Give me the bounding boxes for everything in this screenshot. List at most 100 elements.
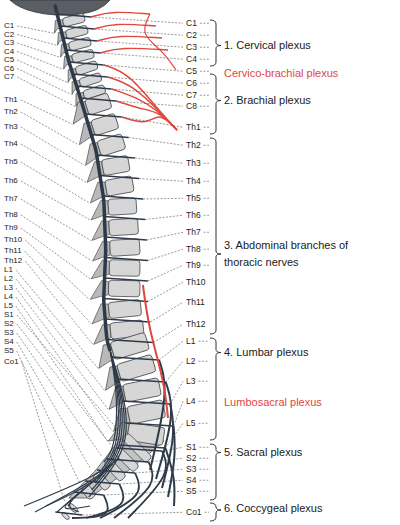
vertebra-label: S3 [4,329,14,337]
leader-line [159,341,183,360]
vertebra-label: S1 [4,311,14,319]
nerve-root-label: Th2 [186,141,201,150]
nerve-root-label: Th11 [186,298,205,307]
spinal-nerve [97,155,135,158]
nerve-root-label: L4 [186,397,195,406]
vertebra-label: L2 [4,275,13,283]
nerve-root-label: Th9 [186,261,201,270]
leader-line [200,47,209,48]
vertebra-label: C1 [4,22,14,30]
leader-line [16,306,108,441]
vertebra-label: S5 [4,347,14,355]
nerve-root-label: Th6 [186,211,201,220]
vertebra-label: Th11 [4,247,22,255]
leader-line [21,181,90,220]
nerve-root-label: C7 [186,91,197,100]
plexus-name: 6. Coccygeal plexus [224,503,322,514]
nerve-root-label: C2 [186,31,197,40]
leader-line [199,447,209,448]
spinal-nerve [66,50,101,53]
spinal-nerve [107,340,153,343]
bracket [210,138,221,334]
vertebral-body [110,239,141,257]
vertebral-body [109,260,140,277]
leader-line [198,401,209,402]
vertebra-label: Th6 [4,177,18,185]
vertebra-label: L4 [4,293,13,301]
leader-line [199,458,209,459]
leader-line [148,249,183,260]
vertebral-body [108,280,140,297]
lumbar-nerve [165,448,174,506]
spinal-nerve [55,512,82,515]
leader-line [150,302,183,322]
leader-line [135,469,183,473]
vertebral-body [108,198,137,216]
leader-line [143,198,183,200]
spinal-nerve [69,62,104,65]
sacral-nerve [128,451,166,518]
leader-line [199,491,209,492]
leader-line [200,23,209,24]
vertebra-label: C6 [4,65,14,73]
vertebra-label: Th12 [4,257,22,265]
nerve-root-label: C8 [186,102,197,111]
leader-line [21,199,91,240]
cauda-equina [95,352,122,483]
leader-line [17,324,111,445]
pelvic-nerve [68,482,93,506]
vertebra-label: Th1 [4,96,18,104]
leader-line [199,480,209,481]
leader-line [17,351,79,482]
cervical-plexus-line [94,24,156,29]
leader-line [204,145,209,146]
vertebra-label: Th9 [4,224,18,232]
plexus-name: Lumbosacral plexus [224,397,322,408]
leader-line [116,101,183,106]
vertebra-label: L1 [4,266,13,274]
leader-line [148,265,183,281]
vertebra [90,280,140,300]
leader-line [21,112,79,145]
spinal-nerve [57,14,91,17]
brachial-plexus-line [111,89,177,130]
leader-line [198,341,209,342]
nerve-root-label: S3 [186,465,196,474]
leader-line [204,198,209,199]
brachial-plexus-line [122,117,177,130]
vertebra-label: Th8 [4,211,18,219]
leader-line [198,423,209,424]
leader-line [119,480,183,484]
leader-line [16,279,105,390]
leader-line [174,401,183,426]
spinal-nerve [100,176,139,179]
vertebral-body [110,332,150,360]
leader-line [135,158,183,163]
leader-line [200,35,209,36]
leader-line [17,333,102,457]
spinal-nerve [77,86,112,89]
leader-line [25,251,91,324]
cervical-plexus-line [97,36,162,41]
spinal-nerve [126,423,174,426]
spinal-nerve [63,38,97,41]
spinal-cord [55,6,110,350]
pelvic-nerve [57,476,100,512]
vertebra [91,259,140,279]
leader-line [17,52,62,70]
leader-line [25,240,89,299]
nerve-root-label: C1 [186,19,197,28]
leader-line [21,162,90,203]
leader-line [200,95,209,96]
nerve-root-label: S5 [186,487,196,496]
vertebra-label: S2 [4,320,14,328]
leader-line [17,35,56,46]
nerve-root-label: S4 [186,476,196,485]
leader-line [21,144,86,182]
nerve-root-label: S1 [186,443,196,452]
leader-line [108,77,183,83]
bracket [210,74,221,134]
leader-line [204,181,209,182]
lumbosacral-trunk [143,285,168,418]
